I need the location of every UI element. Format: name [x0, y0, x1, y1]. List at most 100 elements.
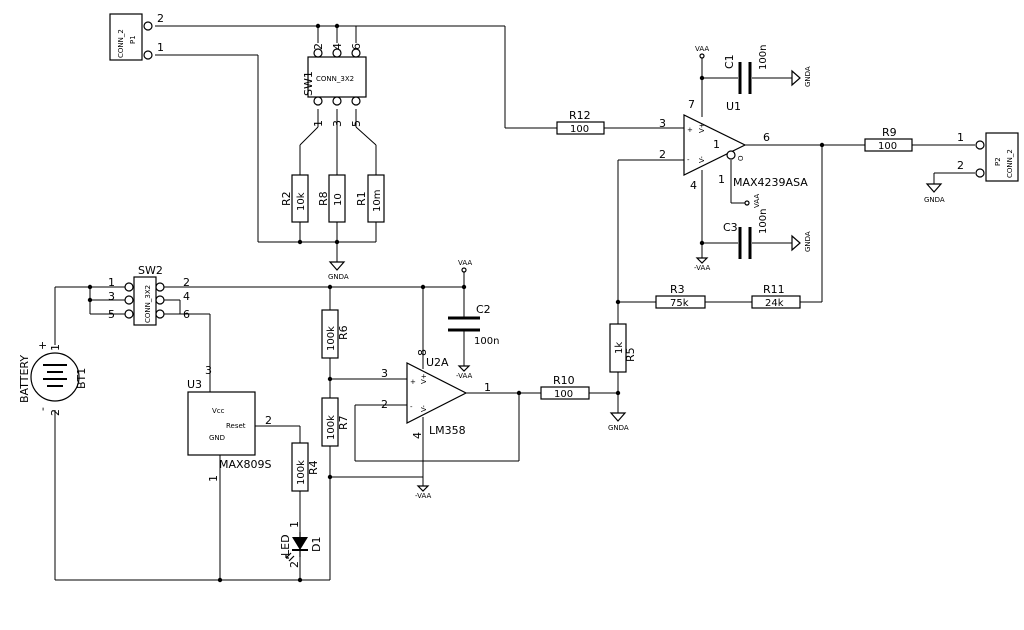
- p1-pin-1: 1: [157, 41, 164, 54]
- sw2-ref: SW2: [138, 264, 163, 277]
- vaa-label-3: VAA: [458, 259, 472, 267]
- resistor-r4[interactable]: 100k R4: [291, 442, 320, 492]
- r4-value: 100k: [296, 460, 307, 485]
- gnda-label-3: GNDA: [804, 231, 812, 252]
- connector-p1[interactable]: 2 1 CONN_2 P1: [109, 12, 164, 61]
- vaa-flag-u1-top: VAA: [695, 45, 709, 59]
- switch-sw2[interactable]: 1 3 5 2 4 6 CONN_3X2 SW2: [108, 264, 190, 326]
- sw1-ref: SW1: [302, 71, 315, 96]
- sw2-pin-3: 3: [108, 290, 115, 303]
- resistor-r7[interactable]: 100k R7: [321, 397, 350, 447]
- gnda-symbol-r5: GNDA: [608, 412, 629, 432]
- r12-value: 100: [570, 124, 589, 135]
- ic-u3[interactable]: 3 2 1 Vcc GND Reset U3 MAX809S: [187, 364, 272, 482]
- neg-vaa-flag-u1: -VAA: [694, 257, 710, 272]
- u2a-vminus: V-: [420, 405, 428, 412]
- capacitor-c1[interactable]: C1 100n: [723, 45, 769, 94]
- switch-sw1[interactable]: 2 4 6 1 3 5 CONN_3X2 SW1: [302, 43, 367, 127]
- d1-ref: D1: [310, 537, 323, 552]
- u1-out: O: [737, 155, 745, 161]
- vaa-flag-u2a: VAA: [458, 259, 472, 273]
- c3-value: 100n: [758, 209, 769, 234]
- battery-bt1[interactable]: 1 2 + - BT1 BATTERY: [18, 341, 88, 416]
- resistor-r2[interactable]: 10k R2: [280, 174, 309, 223]
- u2a-minus: -: [410, 403, 413, 411]
- neg-vaa-flag-u2a: -VAA: [415, 485, 431, 500]
- neg-vaa-label-1: -VAA: [694, 264, 710, 272]
- r1-value: 10m: [372, 190, 383, 212]
- resistor-r8[interactable]: 10 R8: [317, 174, 346, 223]
- sw2-pin-6: 6: [183, 308, 190, 321]
- u2a-plus: +: [410, 378, 416, 386]
- gnda-label-5: GNDA: [608, 424, 629, 432]
- r2-value: 10k: [296, 192, 307, 211]
- bt1-minus: -: [36, 407, 49, 411]
- r5-ref: R5: [624, 347, 637, 362]
- resistor-r1[interactable]: 10m R1: [355, 174, 385, 223]
- connector-p2[interactable]: 1 2 P2 CONN_2: [957, 131, 1019, 182]
- sw1-value: CONN_3X2: [316, 75, 354, 83]
- sw1-pin-3: 3: [331, 120, 344, 127]
- r3-ref: R3: [670, 283, 685, 296]
- r2-ref: R2: [280, 191, 293, 206]
- u2a-pin-8: 8: [416, 349, 429, 356]
- sw1-pin-2: 2: [312, 43, 325, 50]
- u1-pin-2: 2: [659, 148, 666, 161]
- resistor-r11[interactable]: 24k R11: [751, 283, 801, 309]
- capacitor-c3[interactable]: C3 100n: [723, 209, 769, 259]
- r11-value: 24k: [765, 298, 784, 309]
- r8-ref: R8: [317, 191, 330, 206]
- neg-vaa-flag-c2: -VAA: [456, 365, 472, 380]
- d1-value: LED: [279, 534, 292, 556]
- c2-value: 100n: [474, 336, 499, 347]
- u1-pin-1-top: 1: [713, 138, 720, 151]
- u3-ref: U3: [187, 378, 202, 391]
- u3-reset: Reset: [226, 422, 246, 430]
- r11-ref: R11: [763, 283, 785, 296]
- gnda-symbol-p2: GNDA: [924, 183, 945, 204]
- u3-gnd: GND: [209, 434, 225, 442]
- r9-value: 100: [878, 141, 897, 152]
- r7-ref: R7: [337, 415, 350, 430]
- u2a-pin-3: 3: [381, 367, 388, 380]
- sw1-pin-5: 5: [350, 120, 363, 127]
- vaa-flag-u1-pin1: VAA: [744, 194, 761, 208]
- r10-ref: R10: [553, 374, 575, 387]
- p2-value: CONN_2: [1006, 149, 1014, 178]
- resistor-r3[interactable]: 75k R3: [655, 283, 706, 309]
- u1-pin-6: 6: [763, 131, 770, 144]
- c1-value: 100n: [758, 45, 769, 70]
- resistor-r5[interactable]: 1k R5: [609, 323, 637, 373]
- p1-value: CONN_2: [117, 29, 125, 58]
- capacitor-c2[interactable]: C2 100n: [448, 303, 499, 347]
- opamp-u1[interactable]: 3 2 7 4 1 1 6 + - V+ V- O U1 MAX4239ASA: [659, 98, 808, 192]
- led-d1[interactable]: 1 2 D1 LED: [279, 521, 323, 568]
- r6-ref: R6: [337, 325, 350, 340]
- u2a-pin-2: 2: [381, 398, 388, 411]
- u1-pin-4: 4: [690, 179, 697, 192]
- resistor-r12[interactable]: 100 R12: [556, 109, 605, 135]
- u1-ref: U1: [726, 100, 741, 113]
- opamp-u2a[interactable]: 3 2 8 4 1 + - V+ V- U2A LM358: [381, 349, 491, 439]
- u2a-vplus: V+: [420, 373, 428, 384]
- u3-pin-1: 1: [207, 475, 220, 482]
- resistor-r6[interactable]: 100k R6: [321, 309, 350, 359]
- d1-pin-1: 1: [288, 521, 301, 528]
- c2-ref: C2: [476, 303, 491, 316]
- sw2-pin-1: 1: [108, 276, 115, 289]
- gnda-label-2: GNDA: [804, 66, 812, 87]
- u1-pin-7: 7: [688, 98, 695, 111]
- u1-vplus: V+: [698, 122, 706, 133]
- p2-pin-2: 2: [957, 159, 964, 172]
- u2a-value: LM358: [429, 424, 466, 437]
- bt1-value: BATTERY: [18, 355, 31, 403]
- r7-value: 100k: [326, 415, 337, 440]
- u1-value: MAX4239ASA: [733, 176, 808, 189]
- resistor-r10[interactable]: 100 R10: [540, 374, 590, 400]
- vaa-label-1: VAA: [695, 45, 709, 53]
- gnda-symbol-sw1: GNDA: [328, 261, 349, 281]
- resistor-r9[interactable]: 100 R9: [864, 126, 913, 152]
- gnda-symbol-c1: GNDA: [791, 66, 812, 87]
- bt1-pin-2: 2: [49, 409, 62, 416]
